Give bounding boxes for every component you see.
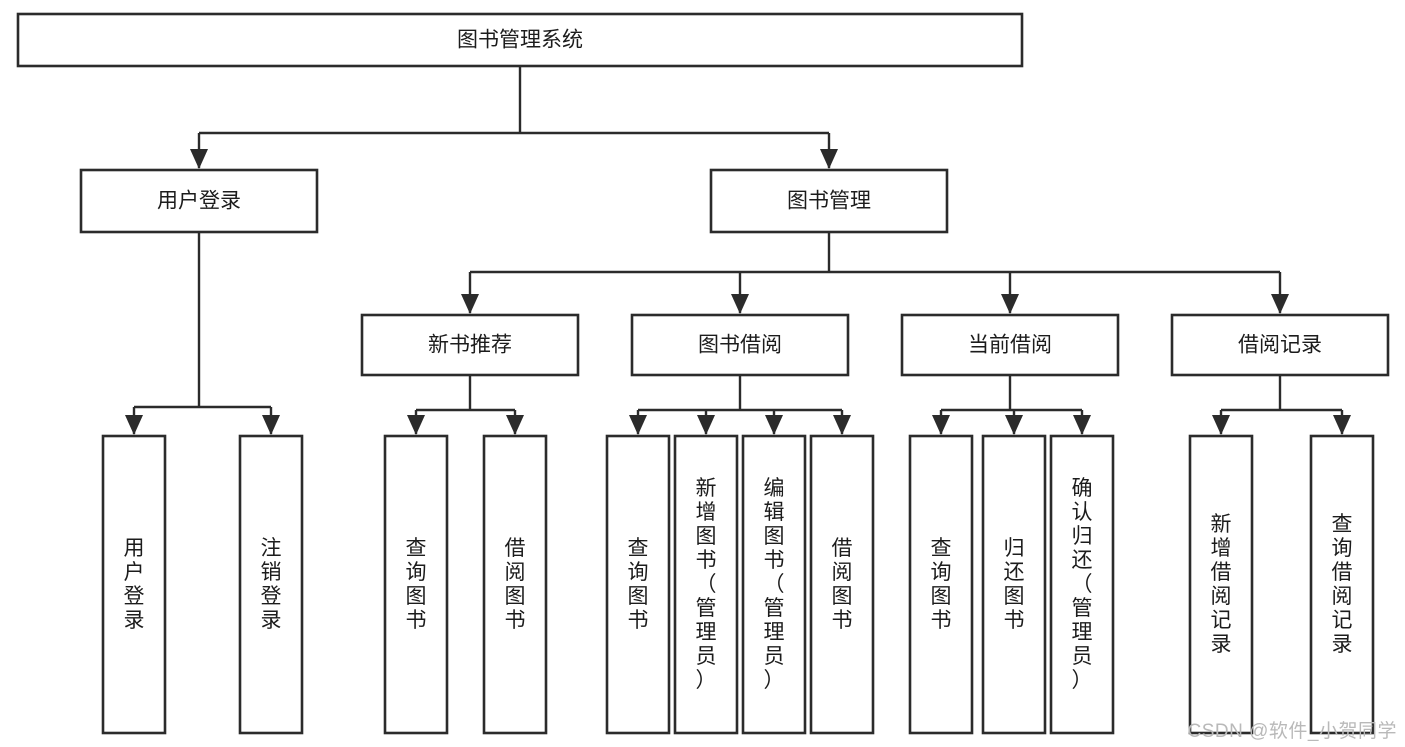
node-leaf-bor-lend[interactable]: 借阅图书: [809, 434, 875, 735]
node-leaf-bor-query[interactable]: 查询图书: [605, 434, 671, 735]
node-box[interactable]: [1188, 434, 1254, 735]
connector-arrowhead: [1271, 294, 1289, 314]
node-label: 查询图书: [628, 537, 649, 632]
node-l3-recommend[interactable]: 新书推荐: [360, 313, 580, 377]
connector-arrowhead: [765, 415, 783, 435]
node-leaf-user-logout[interactable]: 注销登录: [238, 434, 304, 735]
node-box[interactable]: [1049, 434, 1115, 735]
node-box[interactable]: [809, 434, 875, 735]
node-l3-borrow[interactable]: 图书借阅: [630, 313, 850, 377]
node-box[interactable]: [16, 12, 1024, 68]
node-label: 借阅图书: [832, 537, 853, 632]
connector-arrowhead: [697, 415, 715, 435]
connector-arrowhead: [190, 149, 208, 169]
connector-group-l2_book: [461, 232, 1289, 314]
node-box[interactable]: [383, 434, 449, 735]
node-box[interactable]: [709, 168, 949, 234]
node-label: 新增图书（管理员）: [696, 477, 717, 692]
connector-arrowhead: [1001, 294, 1019, 314]
node-label: 查询图书: [406, 537, 427, 632]
connector-arrowhead: [506, 415, 524, 435]
node-l3-current[interactable]: 当前借阅: [900, 313, 1120, 377]
connector-arrowhead: [1333, 415, 1351, 435]
node-label: 图书借阅: [698, 334, 782, 357]
node-l3-record[interactable]: 借阅记录: [1170, 313, 1390, 377]
node-box[interactable]: [981, 434, 1047, 735]
connector-arrowhead: [262, 415, 280, 435]
connector-arrowhead: [1005, 415, 1023, 435]
connector-arrowhead: [1073, 415, 1091, 435]
node-label: 编辑图书（管理员）: [764, 477, 785, 692]
node-leaf-rec-add[interactable]: 新增借阅记录: [1188, 434, 1254, 735]
node-leaf-rec-borrow[interactable]: 借阅图书: [482, 434, 548, 735]
node-label: 当前借阅: [968, 334, 1052, 357]
connector-group-l3_record: [1212, 375, 1351, 435]
connector-group-l3_borrow: [629, 375, 851, 435]
node-box[interactable]: [900, 313, 1120, 377]
node-box[interactable]: [908, 434, 974, 735]
node-label: 图书管理: [787, 190, 871, 213]
connector-group-l3_current: [932, 375, 1091, 435]
node-root[interactable]: 图书管理系统: [16, 12, 1024, 68]
node-l2-book[interactable]: 图书管理: [709, 168, 949, 234]
node-label: 查询借阅记录: [1332, 513, 1353, 656]
connector-arrowhead: [833, 415, 851, 435]
node-label: 归还图书: [1004, 537, 1025, 632]
node-box[interactable]: [360, 313, 580, 377]
connector-arrowhead: [461, 294, 479, 314]
node-l2-user[interactable]: 用户登录: [79, 168, 319, 234]
node-label: 借阅图书: [505, 537, 526, 632]
node-label: 确认归还（管理员）: [1072, 477, 1093, 692]
node-label: 注销登录: [261, 537, 282, 632]
node-leaf-rec-query2[interactable]: 查询借阅记录: [1309, 434, 1375, 735]
node-box[interactable]: [605, 434, 671, 735]
node-box[interactable]: [482, 434, 548, 735]
node-leaf-cur-return[interactable]: 归还图书: [981, 434, 1047, 735]
connector-arrowhead: [407, 415, 425, 435]
node-label: 图书管理系统: [457, 29, 583, 52]
node-label: 用户登录: [157, 190, 241, 213]
node-label: 新书推荐: [428, 334, 512, 357]
connector-layer: [125, 66, 1351, 435]
connector-arrowhead: [731, 294, 749, 314]
node-label: 用户登录: [124, 537, 145, 632]
connector-group-root: [190, 66, 838, 169]
node-label: 借阅记录: [1238, 334, 1322, 357]
node-box[interactable]: [741, 434, 807, 735]
node-leaf-user-login[interactable]: 用户登录: [101, 434, 167, 735]
node-leaf-bor-edit[interactable]: 编辑图书（管理员）: [741, 434, 807, 735]
node-box[interactable]: [630, 313, 850, 377]
connector-arrowhead: [1212, 415, 1230, 435]
node-box[interactable]: [101, 434, 167, 735]
node-label: 新增借阅记录: [1211, 513, 1232, 656]
connector-arrowhead: [629, 415, 647, 435]
connector-group-l3_recommend: [407, 375, 524, 435]
node-label: 查询图书: [931, 537, 952, 632]
node-layer: 图书管理系统用户登录图书管理新书推荐图书借阅当前借阅借阅记录用户登录注销登录查询…: [16, 12, 1390, 735]
node-leaf-cur-query[interactable]: 查询图书: [908, 434, 974, 735]
node-leaf-cur-confirm[interactable]: 确认归还（管理员）: [1049, 434, 1115, 735]
connector-arrowhead: [932, 415, 950, 435]
connector-arrowhead: [125, 415, 143, 435]
node-leaf-rec-query[interactable]: 查询图书: [383, 434, 449, 735]
node-box[interactable]: [1309, 434, 1375, 735]
node-box[interactable]: [673, 434, 739, 735]
connector-arrowhead: [820, 149, 838, 169]
node-leaf-bor-add[interactable]: 新增图书（管理员）: [673, 434, 739, 735]
node-box[interactable]: [1170, 313, 1390, 377]
connector-group-l2_user: [125, 232, 280, 435]
node-box[interactable]: [238, 434, 304, 735]
node-box[interactable]: [79, 168, 319, 234]
